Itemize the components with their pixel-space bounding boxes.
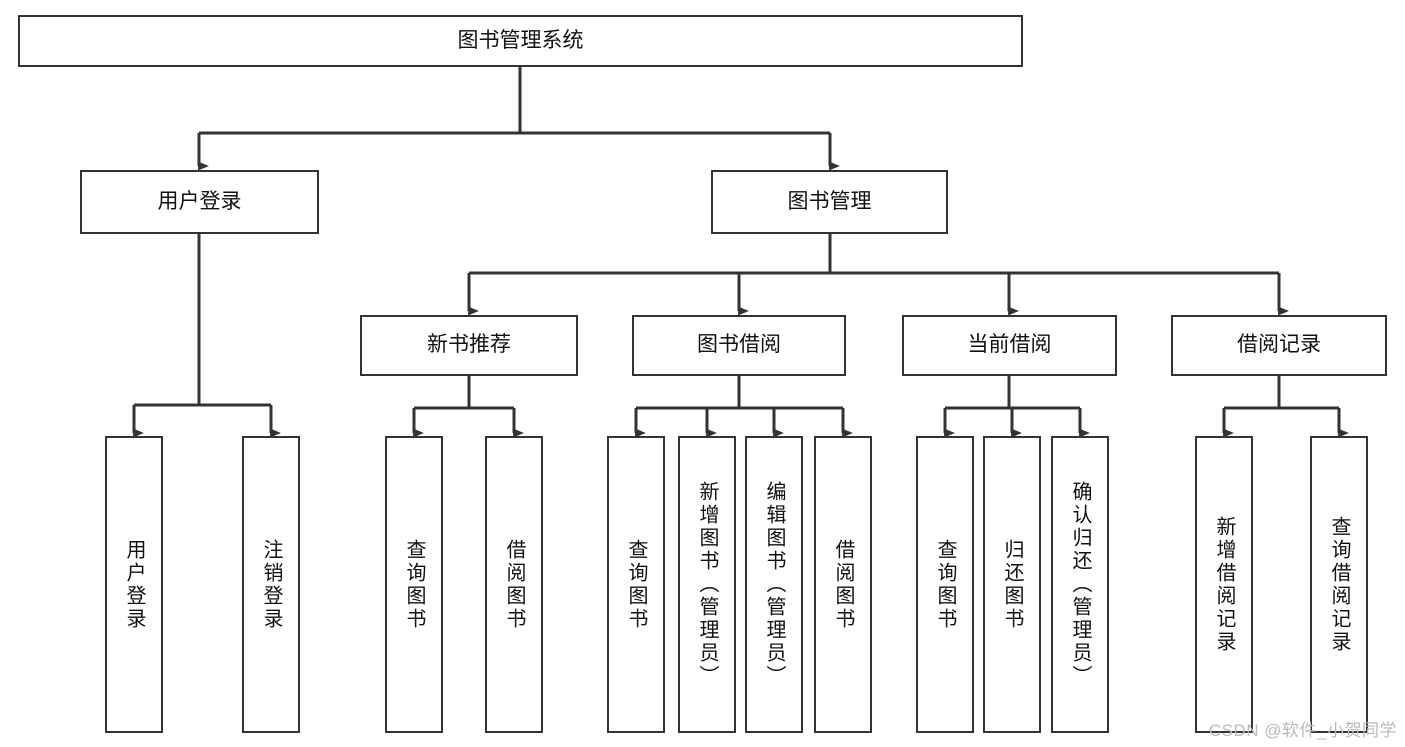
node-leaf-add-book-admin[interactable]: 新增图书（管理员） (678, 436, 736, 733)
node-leaf-query-book-1[interactable]: 查询图书 (385, 436, 443, 733)
node-borrow-record[interactable]: 借阅记录 (1171, 315, 1387, 376)
node-book-management[interactable]: 图书管理 (711, 170, 948, 234)
node-current-borrow-label: 当前借阅 (967, 333, 1052, 357)
node-leaf-add-borrow-record-label: 新增借阅记录 (1213, 515, 1235, 654)
node-leaf-logout[interactable]: 注销登录 (242, 436, 300, 733)
node-leaf-add-book-admin-label: 新增图书（管理员） (696, 481, 718, 688)
node-leaf-return-book[interactable]: 归还图书 (983, 436, 1041, 733)
node-leaf-confirm-return-admin[interactable]: 确认归还（管理员） (1051, 436, 1109, 733)
node-leaf-query-book-3[interactable]: 查询图书 (916, 436, 974, 733)
node-leaf-query-book-2[interactable]: 查询图书 (607, 436, 665, 733)
node-leaf-query-book-2-label: 查询图书 (625, 538, 647, 631)
node-leaf-logout-label: 注销登录 (260, 538, 282, 631)
node-book-borrow[interactable]: 图书借阅 (632, 315, 846, 376)
node-leaf-edit-book-admin-label: 编辑图书（管理员） (763, 481, 785, 688)
node-root[interactable]: 图书管理系统 (18, 15, 1023, 67)
node-leaf-confirm-return-admin-label: 确认归还（管理员） (1069, 481, 1091, 688)
node-root-label: 图书管理系统 (457, 28, 584, 52)
node-borrow-record-label: 借阅记录 (1237, 333, 1321, 357)
node-leaf-query-book-3-label: 查询图书 (934, 538, 956, 631)
node-leaf-borrow-book-2-label: 借阅图书 (832, 538, 854, 631)
node-leaf-edit-book-admin[interactable]: 编辑图书（管理员） (745, 436, 803, 733)
node-leaf-query-borrow-record-label: 查询借阅记录 (1328, 515, 1350, 654)
node-leaf-borrow-book-1-label: 借阅图书 (503, 538, 525, 631)
node-book-borrow-label: 图书借阅 (697, 333, 781, 357)
node-leaf-query-book-1-label: 查询图书 (403, 538, 425, 631)
node-leaf-borrow-book-1[interactable]: 借阅图书 (485, 436, 543, 733)
node-leaf-borrow-book-2[interactable]: 借阅图书 (814, 436, 872, 733)
node-leaf-user-login-label: 用户登录 (123, 538, 145, 631)
node-user-login[interactable]: 用户登录 (80, 170, 319, 234)
node-leaf-add-borrow-record[interactable]: 新增借阅记录 (1195, 436, 1253, 733)
node-leaf-query-borrow-record[interactable]: 查询借阅记录 (1310, 436, 1368, 733)
node-new-book-recommend-label: 新书推荐 (427, 333, 511, 357)
node-leaf-user-login[interactable]: 用户登录 (105, 436, 163, 733)
node-leaf-return-book-label: 归还图书 (1001, 538, 1023, 631)
node-current-borrow[interactable]: 当前借阅 (902, 315, 1117, 376)
node-new-book-recommend[interactable]: 新书推荐 (360, 315, 578, 376)
node-user-login-label: 用户登录 (157, 189, 242, 213)
node-book-management-label: 图书管理 (787, 189, 872, 213)
